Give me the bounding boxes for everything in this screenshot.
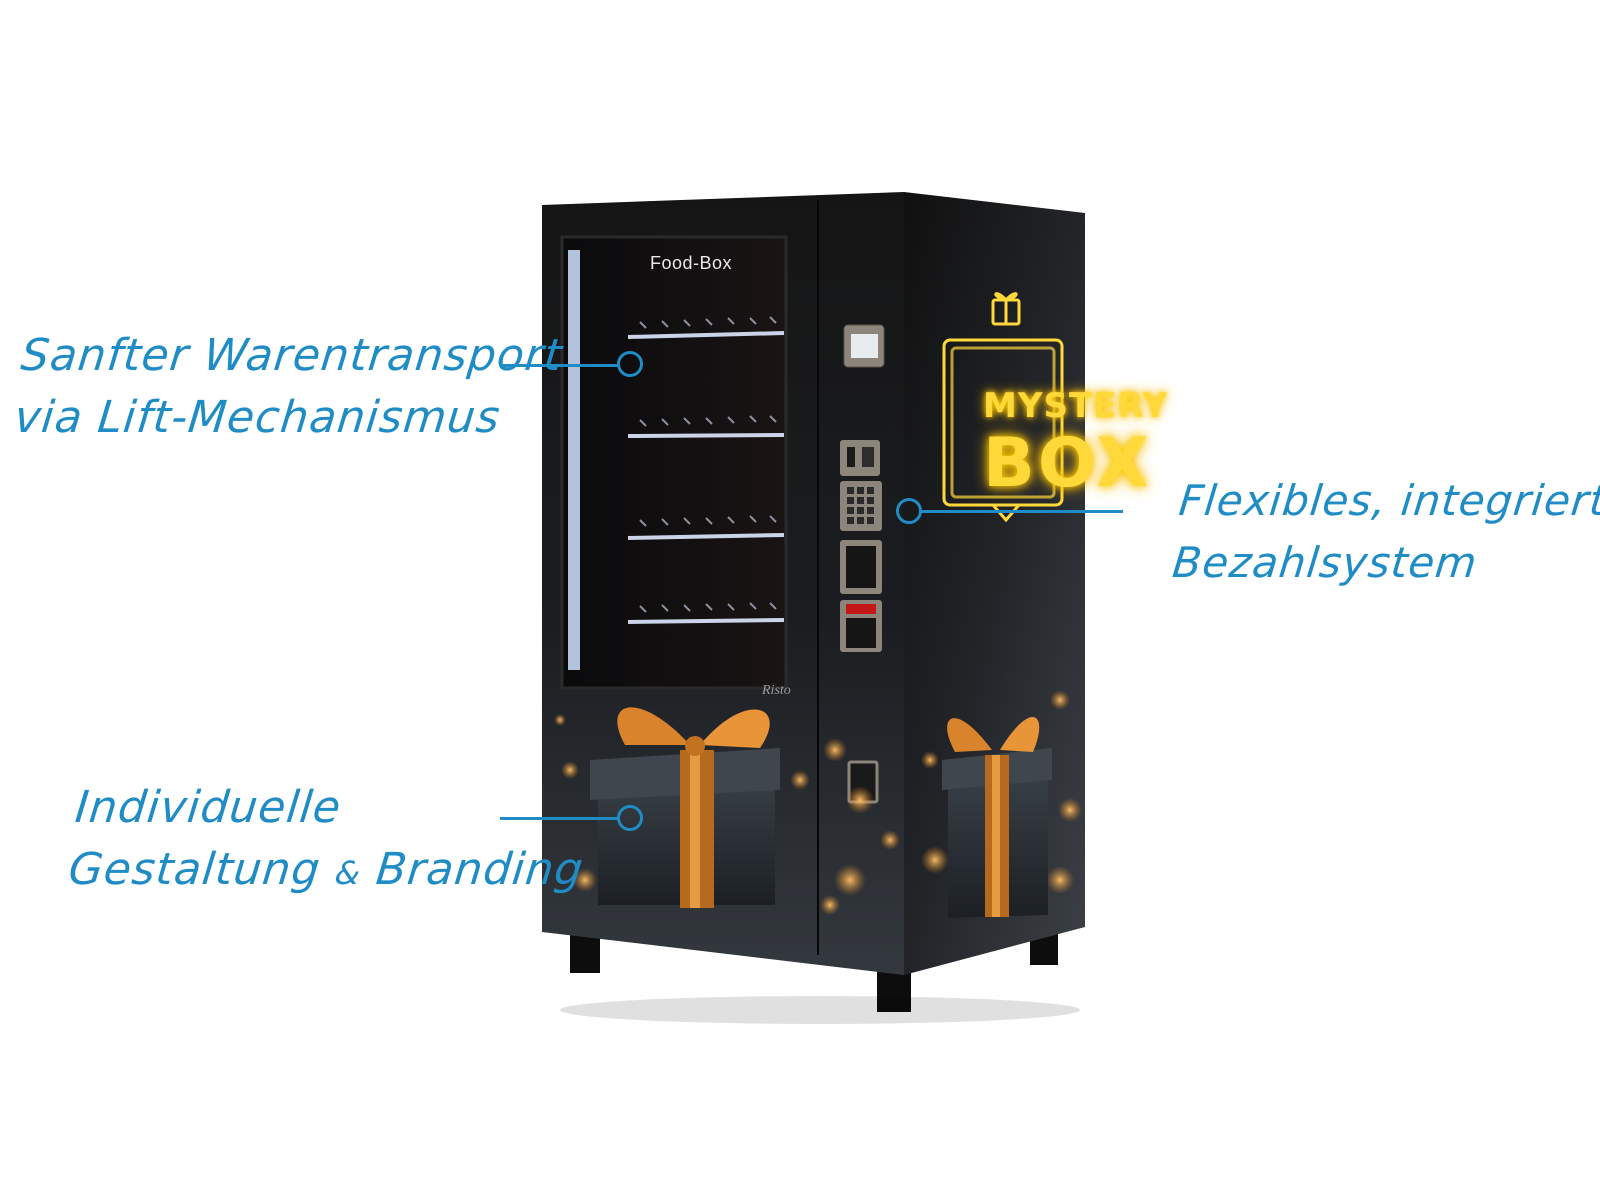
callout-payment-dot xyxy=(896,498,922,524)
callout-lift-dot xyxy=(617,351,643,377)
shelves xyxy=(627,331,785,624)
callout-branding-line1: Individuelle xyxy=(72,782,344,833)
spirals xyxy=(639,316,777,613)
callout-lift: Sanfter Warentransport via Lift-Mechanis… xyxy=(11,325,565,449)
risto-logo: Risto xyxy=(762,683,791,698)
gift-box-front xyxy=(590,707,780,908)
mystery-sign-text: MYSTERY xyxy=(983,386,1169,426)
callout-lift-line2: via Lift-Mechanismus xyxy=(12,392,503,443)
callout-lift-line1: Sanfter Warentransport xyxy=(18,330,566,381)
callout-branding-line xyxy=(500,817,618,820)
callout-payment-line xyxy=(920,510,1123,513)
callout-lift-line xyxy=(500,364,618,367)
callout-branding-word1: Gestaltung xyxy=(66,844,324,895)
product-window xyxy=(560,235,788,690)
led-strip xyxy=(568,250,580,670)
bokeh-lights xyxy=(554,690,1082,915)
mystery-box-sign xyxy=(942,292,1064,523)
callout-branding-word2: Branding xyxy=(373,844,587,895)
box-sign-text: BOX xyxy=(983,424,1152,503)
callout-payment: Flexibles, integriertes Bezahlsystem xyxy=(1169,470,1600,594)
callout-payment-line2: Bezahlsystem xyxy=(1170,538,1480,587)
gift-box-side xyxy=(942,717,1052,918)
callout-branding-dot xyxy=(617,805,643,831)
callout-branding-amp: & xyxy=(333,854,364,892)
food-box-logo: Food-Box xyxy=(650,253,733,273)
callout-payment-line1: Flexibles, integriertes xyxy=(1176,476,1600,525)
callout-branding: Individuelle Gestaltung & Branding xyxy=(65,777,593,904)
callout-branding-line2: Gestaltung & Branding xyxy=(65,839,586,904)
